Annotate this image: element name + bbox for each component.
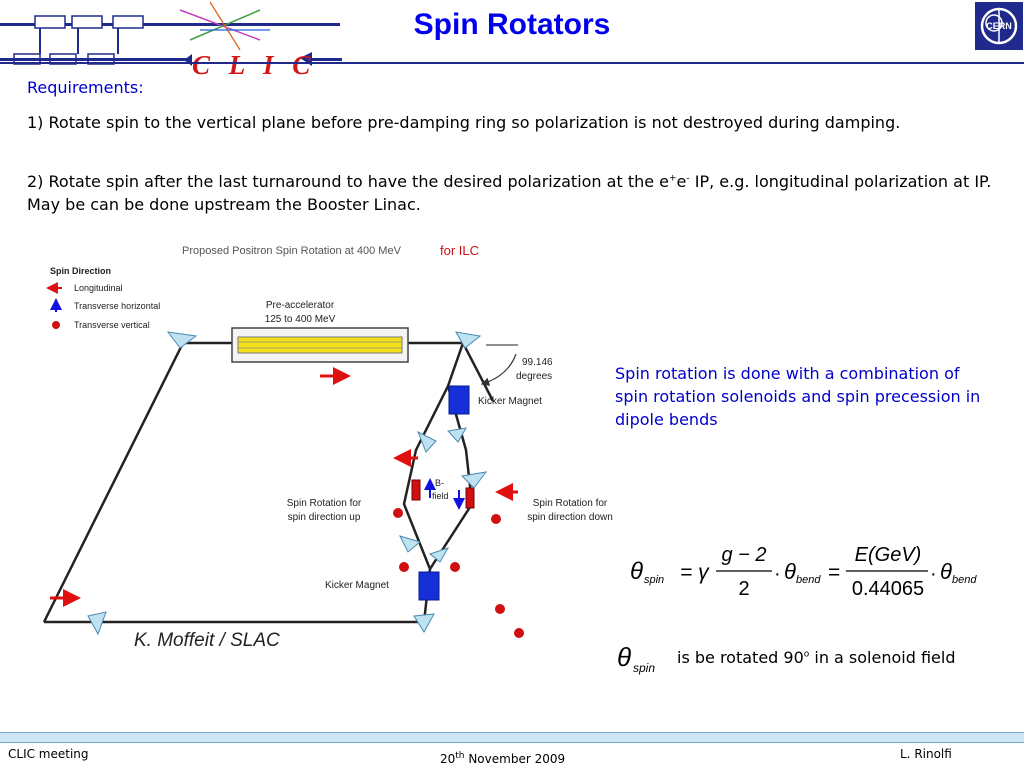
theta-spin-symbol: θ spin xyxy=(617,642,655,675)
requirement-item-1: 1) Rotate spin to the vertical plane bef… xyxy=(27,113,901,132)
formula-theta-1: θ xyxy=(630,558,643,585)
req2-sup-minus: - xyxy=(686,173,690,184)
legend-title: Spin Direction xyxy=(50,266,111,276)
rotated-sub-spin: spin xyxy=(633,661,655,675)
bfield-label-1: B- xyxy=(435,478,444,488)
formula-eq-2: = xyxy=(828,561,840,584)
side-note: Spin rotation is done with a combination… xyxy=(615,364,981,429)
formula-den-2: 0.44065 xyxy=(852,578,924,600)
legend-transverse-horizontal: Transverse horizontal xyxy=(74,301,160,311)
bfield-label-2: field xyxy=(432,491,449,501)
pre-accelerator-label-1: Pre-accelerator xyxy=(266,300,335,311)
kicker-magnet-top-label: Kicker Magnet xyxy=(478,396,542,407)
cern-logo-icon: CERN xyxy=(975,2,1023,50)
footer-date-day: 20 xyxy=(440,752,456,766)
pre-accelerator-label-2: 125 to 400 MeV xyxy=(265,314,336,325)
cern-logo-text: CERN xyxy=(986,21,1012,31)
requirements-heading: Requirements: xyxy=(27,78,144,97)
formula-dot-2: · xyxy=(930,563,937,585)
req2-text-post: IP, e.g. longitudinal polarization at IP… xyxy=(27,172,992,214)
req2-sup-plus: + xyxy=(669,173,677,184)
legend-transverse-vertical: Transverse vertical xyxy=(74,320,150,330)
rotation-up-label-2: spin direction up xyxy=(288,512,361,523)
rotation-degree-sup: o xyxy=(803,649,810,660)
angle-value: 99.146 xyxy=(522,357,553,368)
rotation-up-label-1: Spin Rotation for xyxy=(287,498,362,509)
rotated-theta: θ xyxy=(617,642,631,672)
formula-den-1: 2 xyxy=(738,578,749,600)
footer-meeting: CLIC meeting xyxy=(8,747,89,761)
rotation-down-label-1: Spin Rotation for xyxy=(533,498,608,509)
footer-date: 20th November 2009 xyxy=(440,751,566,767)
spin-rotation-diagram: Proposed Positron Spin Rotation at 400 M… xyxy=(42,243,613,651)
for-ilc-label: for ILC xyxy=(440,243,479,258)
requirement-item-2: 2) Rotate spin after the last turnaround… xyxy=(27,170,1002,216)
formula-num-2: E(GeV) xyxy=(855,544,922,566)
rotation-down-label-2: spin direction down xyxy=(527,512,613,523)
diagram-title: Proposed Positron Spin Rotation at 400 M… xyxy=(182,245,402,257)
footer-date-rest: November 2009 xyxy=(464,752,566,766)
formula-theta-3: θ xyxy=(940,559,952,584)
footer-band xyxy=(0,732,1024,743)
footer-date-sup: th xyxy=(455,751,465,761)
formula-theta-2: θ xyxy=(784,559,796,584)
footer-author: L. Rinolfi xyxy=(900,747,952,761)
kicker-magnet-bottom-label: Kicker Magnet xyxy=(325,580,389,591)
accelerator-schematic-graphic xyxy=(0,1,342,66)
header-divider xyxy=(0,62,1024,64)
rotation-text-post: in a solenoid field xyxy=(809,648,956,667)
req2-text-mid: e xyxy=(676,172,687,191)
formula-sub-bend-1: bend xyxy=(796,574,821,586)
slide-title: Spin Rotators xyxy=(413,8,611,41)
diagram-credit: K. Moffeit / SLAC xyxy=(134,630,280,651)
rotation-statement: is be rotated 90o in a solenoid field xyxy=(677,648,955,667)
req2-text-pre: 2) Rotate spin after the last turnaround… xyxy=(27,172,669,191)
formula-sub-bend-2: bend xyxy=(952,574,977,586)
clic-logo: C L I C xyxy=(192,50,317,80)
legend-longitudinal: Longitudinal xyxy=(74,283,123,293)
formula-sub-spin: spin xyxy=(644,574,664,586)
angle-unit: degrees xyxy=(516,371,552,382)
formula-eq-1: = γ xyxy=(680,561,710,584)
spin-formula: θ spin = γ g − 2 2 · θ bend = E(GeV) 0.4… xyxy=(630,544,977,600)
rotation-text-pre: is be rotated 90 xyxy=(677,648,804,667)
formula-dot-1: · xyxy=(774,563,781,585)
formula-num-1: g − 2 xyxy=(721,544,766,566)
